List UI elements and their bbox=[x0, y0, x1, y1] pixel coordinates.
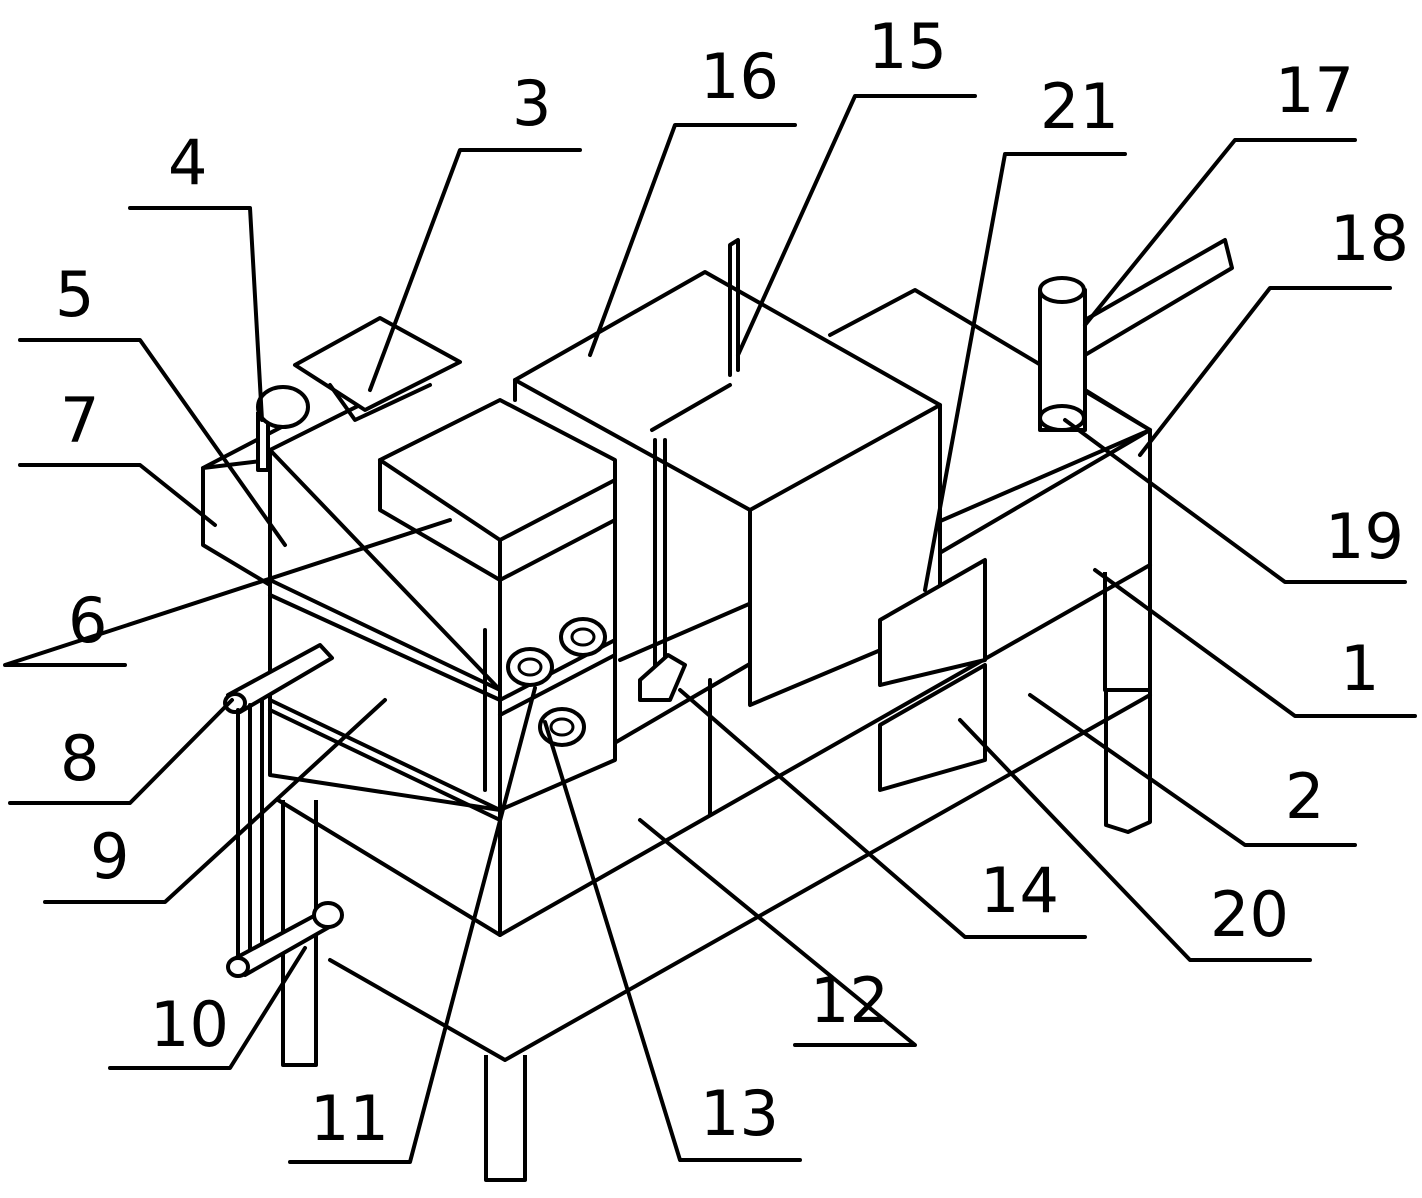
label-19: 19 bbox=[1325, 500, 1404, 573]
label-18: 18 bbox=[1330, 202, 1409, 275]
label-3: 3 bbox=[512, 67, 551, 140]
label-10: 10 bbox=[150, 988, 229, 1061]
chimney-17-19 bbox=[1038, 238, 1234, 432]
callout-labels: 1 2 3 4 5 6 7 8 9 10 11 12 13 14 15 16 1… bbox=[55, 10, 1409, 1155]
label-13: 13 bbox=[700, 1077, 779, 1150]
panels-20-21 bbox=[878, 558, 987, 792]
pipe-15 bbox=[638, 238, 740, 702]
label-21: 21 bbox=[1040, 70, 1119, 143]
label-1: 1 bbox=[1340, 632, 1379, 705]
pipe-4 bbox=[256, 385, 310, 472]
knob-top-right bbox=[559, 617, 607, 657]
label-16: 16 bbox=[700, 40, 779, 113]
label-8: 8 bbox=[60, 722, 99, 795]
hopper-3 bbox=[293, 316, 462, 422]
label-20: 20 bbox=[1210, 878, 1289, 951]
label-5: 5 bbox=[55, 258, 94, 331]
label-12: 12 bbox=[810, 964, 889, 1037]
leader-lines bbox=[3, 94, 1417, 1164]
central-block bbox=[378, 398, 617, 812]
label-6: 6 bbox=[68, 584, 107, 657]
label-7: 7 bbox=[60, 384, 99, 457]
label-15: 15 bbox=[868, 10, 947, 83]
pipe-10 bbox=[226, 901, 344, 978]
label-2: 2 bbox=[1285, 760, 1324, 833]
label-11: 11 bbox=[310, 1082, 389, 1155]
knob-11 bbox=[506, 647, 554, 687]
label-4: 4 bbox=[168, 126, 207, 199]
label-14: 14 bbox=[980, 854, 1059, 927]
left-unit bbox=[201, 388, 502, 822]
label-17: 17 bbox=[1275, 54, 1354, 127]
label-9: 9 bbox=[90, 820, 129, 893]
